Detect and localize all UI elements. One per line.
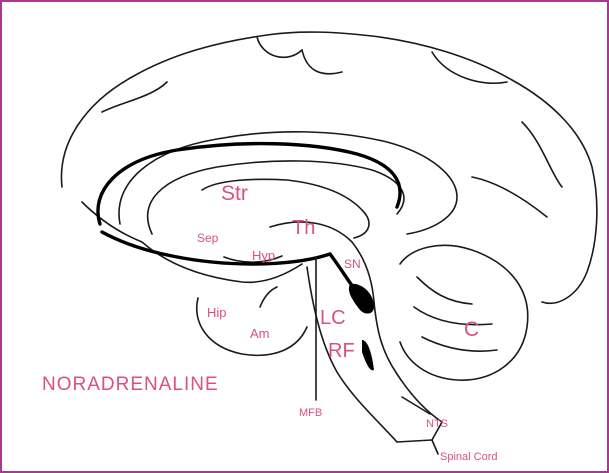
spinal-cord-left xyxy=(397,440,432,442)
sulcus-1 xyxy=(102,82,167,112)
label-rf: RF xyxy=(328,340,355,362)
noradrenaline-pathway xyxy=(98,144,400,224)
sulcus-2 xyxy=(257,37,302,57)
label-hip: Hip xyxy=(207,305,227,320)
lc-nucleus xyxy=(349,284,374,314)
sulcus-5 xyxy=(522,122,562,187)
cortex-outline xyxy=(61,32,596,303)
label-str: Str xyxy=(221,182,248,205)
rf-nucleus xyxy=(362,340,374,370)
label-c: C xyxy=(464,318,479,341)
label-am: Am xyxy=(250,326,270,341)
callosum-inner xyxy=(148,161,404,234)
cerebellum-outline xyxy=(400,245,528,380)
spinal-cord-leader xyxy=(432,440,438,454)
label-nts: NTS xyxy=(426,418,448,430)
amygdala-stroke xyxy=(260,287,277,307)
label-mfb: MFB xyxy=(299,407,322,419)
label-lc: LC xyxy=(320,307,346,329)
label-hyp: Hyp xyxy=(252,248,275,263)
sulcus-6 xyxy=(472,177,547,217)
cerebellum-fold-1 xyxy=(417,277,472,304)
cerebellum-fold-3 xyxy=(422,337,497,351)
label-th: Th xyxy=(292,217,315,239)
label-sep: Sep xyxy=(197,231,219,245)
sulcus-3 xyxy=(302,50,342,74)
brainstem-right xyxy=(374,302,442,422)
sulcus-4 xyxy=(432,52,507,83)
diagram-title: NORADRENALINE xyxy=(42,374,219,395)
label-sn: SN xyxy=(344,257,361,271)
cerebellum-fold-2 xyxy=(414,307,492,325)
label-spinal-cord: Spinal Cord xyxy=(440,451,497,463)
